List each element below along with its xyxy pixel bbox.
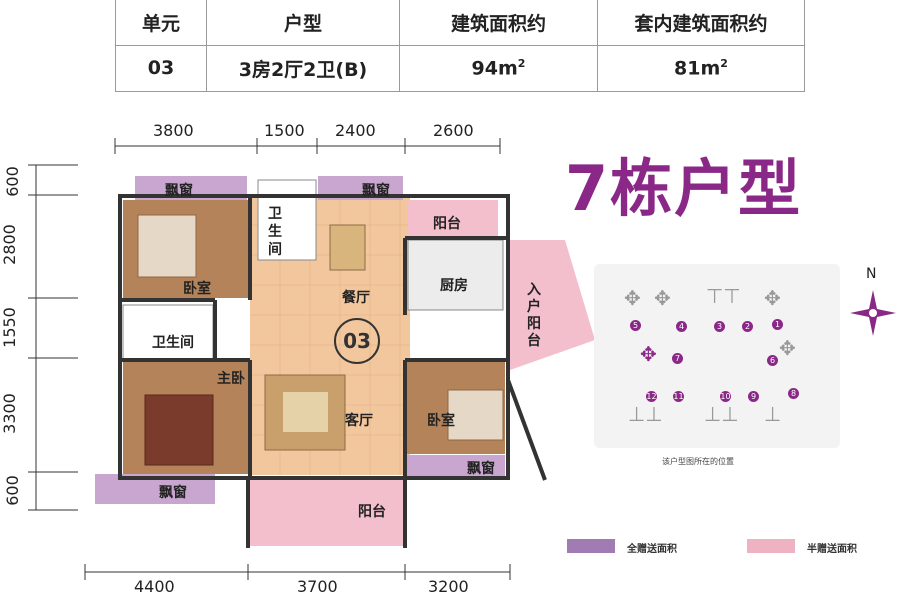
building-icon: ✥ xyxy=(764,286,781,310)
building-number: 2 xyxy=(742,321,753,332)
living-coffee-table xyxy=(283,392,328,432)
building-number: 10 xyxy=(720,391,731,402)
building-number: 7 xyxy=(672,353,683,364)
walls xyxy=(118,194,510,548)
info-header-row: 单元 户型 建筑面积约 套内建筑面积约 xyxy=(115,0,805,46)
label-kitchen: 厨房 xyxy=(440,278,468,294)
kitchen-floor xyxy=(407,239,504,311)
legend-full-gift-label: 全赠送面积 xyxy=(627,544,677,555)
legend-full-gift-swatch xyxy=(567,539,615,553)
dim-bottom-1: 4400 xyxy=(134,577,175,596)
dim-top-4: 2600 xyxy=(433,121,474,140)
building-number: 6 xyxy=(767,355,778,366)
building-number: 5 xyxy=(630,320,641,331)
entry-balcony-wall xyxy=(506,240,547,481)
balcony-1-floor xyxy=(408,200,498,236)
floor-plan xyxy=(28,138,595,580)
building-icon: ⊥⊥ xyxy=(704,402,739,426)
dim-bottom-2: 3700 xyxy=(297,577,338,596)
label-bay-window-4: 飘窗 xyxy=(159,485,187,501)
bay-window-3 xyxy=(405,455,505,479)
dim-left-4: 3300 xyxy=(0,393,19,434)
balcony-2-floor xyxy=(248,478,405,546)
bathroom-2-floor xyxy=(122,304,214,361)
value-building-area: 94m2 xyxy=(399,44,598,93)
building-number: 4 xyxy=(676,321,687,332)
header-unit: 单元 xyxy=(115,0,207,46)
label-balcony-2: 阳台 xyxy=(358,504,386,520)
dim-left-2: 2800 xyxy=(0,224,19,265)
compass-north-label: N xyxy=(866,266,877,282)
dim-left-5: 600 xyxy=(2,475,22,506)
left-dimension-line xyxy=(28,164,78,511)
building-icon: ✥ xyxy=(654,286,671,310)
label-bathroom-1: 卫生间 xyxy=(268,206,282,258)
bedroom-2-bed xyxy=(447,389,504,441)
building-icon: ⊥ xyxy=(764,402,782,426)
label-bedroom-2: 卧室 xyxy=(427,413,455,429)
bathroom-1-floor xyxy=(257,179,317,261)
label-dining: 餐厅 xyxy=(342,290,370,306)
building-icon: ⊥⊥ xyxy=(628,402,663,426)
building-number: 3 xyxy=(714,321,725,332)
top-dimension-line xyxy=(114,138,501,154)
building-number: 9 xyxy=(748,391,759,402)
header-layout: 户型 xyxy=(206,0,400,46)
label-entry-balcony: 入户阳台 xyxy=(527,282,541,349)
entry-balcony-floor xyxy=(510,240,595,370)
header-inner-area: 套内建筑面积约 xyxy=(597,0,805,46)
header-building-area: 建筑面积约 xyxy=(399,0,598,46)
value-layout: 3房2厅2卫(B) xyxy=(206,44,400,93)
dim-left-1: 600 xyxy=(2,166,22,197)
dim-top-1: 3800 xyxy=(153,121,194,140)
building-number: 11 xyxy=(673,391,684,402)
legend-half-gift-swatch xyxy=(747,539,795,553)
bottom-dimension-line xyxy=(84,564,511,580)
compass-rose-icon xyxy=(850,290,896,336)
building-icon: ✥ xyxy=(779,336,796,360)
dim-bottom-3: 3200 xyxy=(428,577,469,596)
key-map-caption: 该户型图所在的位置 xyxy=(662,457,734,466)
unit-number-badge: 03 xyxy=(334,318,380,364)
info-value-row: 03 3房2厅2卫(B) 94m2 81m2 xyxy=(115,44,805,93)
building-number: 1 xyxy=(772,319,783,330)
label-living: 客厅 xyxy=(345,413,373,429)
dining-table xyxy=(329,224,366,271)
bedroom-1-bed xyxy=(137,214,197,278)
label-bathroom-2: 卫生间 xyxy=(152,335,194,351)
label-bedroom-1: 卧室 xyxy=(183,281,211,297)
page-title: 7栋户型 xyxy=(565,152,803,225)
label-bay-window-2: 飘窗 xyxy=(362,183,390,199)
label-bay-window-1: 飘窗 xyxy=(165,183,193,199)
legend-half-gift-label: 半赠送面积 xyxy=(807,544,857,555)
label-balcony-1: 阳台 xyxy=(433,216,461,232)
building-icon: ⊤⊤ xyxy=(706,284,741,308)
building-7-icon: ✥ xyxy=(640,342,657,366)
master-bedroom-bed xyxy=(144,394,214,466)
label-bay-window-3: 飘窗 xyxy=(467,461,495,477)
dim-left-3: 1550 xyxy=(0,307,19,348)
value-inner-area: 81m2 xyxy=(597,44,805,93)
building-number: 8 xyxy=(788,388,799,399)
label-master-bedroom: 主卧 xyxy=(217,371,245,387)
unit-info-table: 单元 户型 建筑面积约 套内建筑面积约 03 3房2厅2卫(B) 94m2 81… xyxy=(115,0,805,96)
building-number: 12 xyxy=(646,391,657,402)
dim-top-2: 1500 xyxy=(264,121,305,140)
site-key-map: ✥ ✥ ⊤⊤ ✥ ✥ ✥ ⊥⊥ ⊥⊥ ⊥ 1 2 3 4 5 6 7 8 9 1… xyxy=(594,264,840,448)
building-icon: ✥ xyxy=(624,286,641,310)
dim-top-3: 2400 xyxy=(335,121,376,140)
value-unit: 03 xyxy=(115,44,207,93)
